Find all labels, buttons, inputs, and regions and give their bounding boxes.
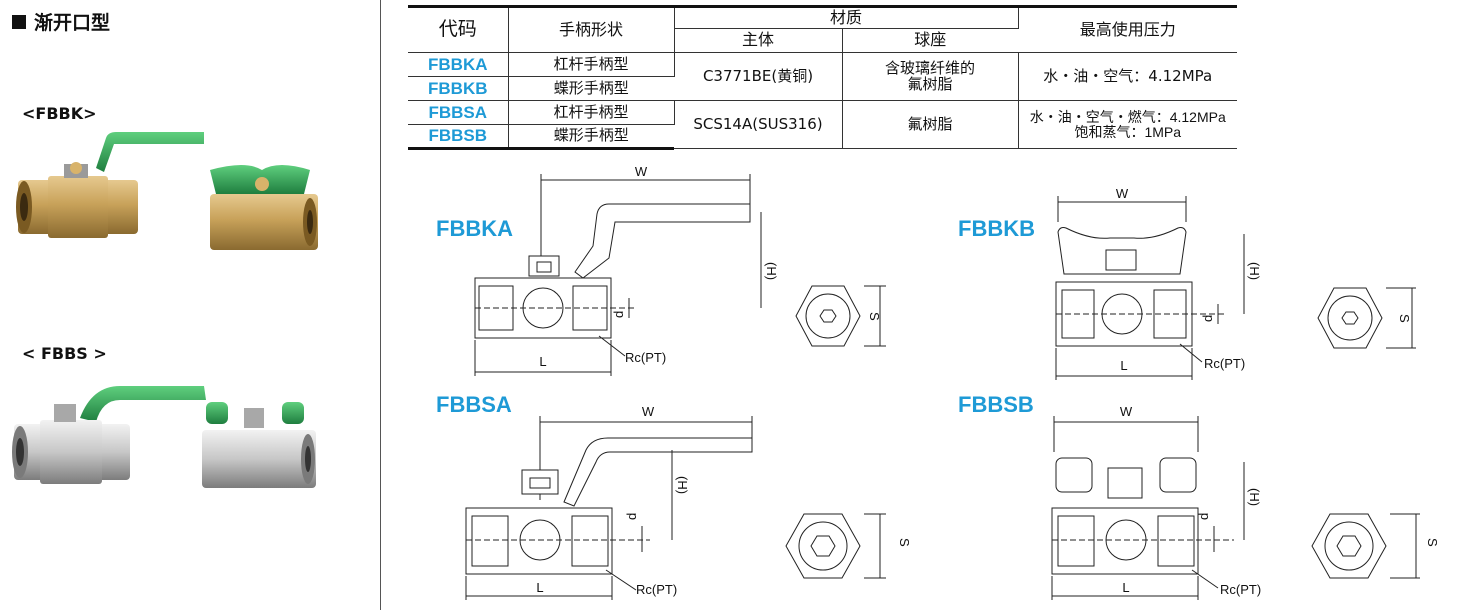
table-subheader-row: 主体 球座 [408,28,1237,53]
fbbsb-diagram-title: FBBSB [958,392,1034,417]
d-dim-label: d [1200,315,1215,322]
w-dim-label: W [1120,404,1133,419]
fbbkb-diagram-title: FBBKB [958,216,1035,241]
handle-cell: 杠杆手柄型 [508,52,675,77]
square-bullet-icon [12,14,26,29]
s-dim-label: S [1425,538,1440,547]
fbbk-label: <FBBK> [22,104,97,123]
section-title: 渐开口型 [12,8,110,35]
fbbkb-drawing: W (H) d L Rc(PT) [1055,186,1262,380]
handle-cell: 蝶形手柄型 [508,124,674,150]
rc-label: Rc(PT) [625,350,666,365]
seat-line-2: 氟树脂 [907,74,953,93]
fbbsb-photo [202,402,316,488]
pressure-line-1: 水・油・空气・燃气：4.12MPa [1029,108,1226,125]
code-cell: FBBSA [408,100,509,125]
s-dim-label: S [867,312,882,321]
seat-material-cell: 氟树脂 [842,100,1019,149]
fbbs-label: < FBBS > [22,344,107,363]
h-dim-label: (H) [764,262,779,280]
body-material-cell: SCS14A(SUS316) [674,100,843,149]
seat-line-1: 含玻璃纤维的 [884,58,975,77]
pressure-cell: 水・油・空气：4.12MPa [1018,52,1237,101]
l-dim-label: L [536,580,543,595]
fbbka-end-view: S [795,285,886,347]
product-photos-panel: 渐开口型 <FBBK> < FBBS > [0,0,380,610]
w-dim-label: W [642,404,655,419]
fbbsa-photo [12,386,206,484]
fbbka-drawing: W (H) d L Rc(PT) [474,164,779,376]
d-dim-label: d [611,311,626,318]
h-dim-label: (H) [675,476,690,494]
header-ball-seat: 球座 [842,28,1018,53]
w-dim-label: W [1116,186,1129,201]
seat-material-cell: 含玻璃纤维的 氟树脂 [842,52,1019,101]
handle-cell: 杠杆手柄型 [508,100,675,125]
header-handle-shape: 手柄形状 [508,5,675,53]
d-dim-label: d [624,513,639,520]
fbbsa-drawing: W (H) d L Rc(PT) [465,404,753,600]
code-cell: FBBSB [408,124,509,150]
fbbka-diagram-title: FBBKA [436,216,513,241]
fbbsa-diagram-title: FBBSA [436,392,512,417]
rc-label: Rc(PT) [1204,356,1245,371]
pressure-line-2: 饱和蒸气：1MPa [1074,123,1182,140]
table-row: FBBKB 蝶形手柄型 [408,76,1237,101]
l-dim-label: L [539,354,546,369]
s-dim-label: S [897,538,912,547]
header-max-pressure: 最高使用压力 [1018,5,1237,53]
header-material: 材质 [674,5,1019,29]
fbbsb-drawing: W (H) d L Rc(PT) [1051,404,1262,600]
table-header-row: 代码 手柄形状 材质 最高使用压力 [408,5,1237,53]
fbbsb-end-view: S [1311,513,1440,579]
handle-cell: 蝶形手柄型 [508,76,674,101]
code-cell: FBBKB [408,76,509,101]
table-row: FBBSA 杠杆手柄型 SCS14A(SUS316) 氟树脂 水・油・空气・燃气… [408,100,1237,149]
w-dim-label: W [635,164,648,179]
fbbkb-photo [210,165,318,250]
code-cell: FBBKA [408,52,509,77]
table-row: FBBKA 杠杆手柄型 C3771BE(黄铜) 含玻璃纤维的 氟树脂 水・油・空… [408,52,1237,101]
s-dim-label: S [1397,314,1412,323]
vertical-divider [380,0,381,610]
l-dim-label: L [1120,358,1127,373]
fbbsa-end-view: S [785,513,912,579]
rc-label: Rc(PT) [636,582,677,597]
header-body: 主体 [674,28,843,53]
fbbkb-end-view: S [1317,287,1416,349]
table-row: FBBSB 蝶形手柄型 [408,124,1237,150]
body-material-cell: C3771BE(黄铜) [674,52,843,101]
h-dim-label: (H) [1247,488,1262,506]
spec-table: 代码 手柄形状 材质 最高使用压力 主体 球座 FBBKA 杠杆手柄型 C377… [408,5,1237,150]
pressure-cell: 水・油・空气・燃气：4.12MPa 饱和蒸气：1MPa [1018,100,1237,149]
fbbka-photo [16,132,204,238]
header-code: 代码 [408,5,509,53]
d-dim-label: d [1196,513,1211,520]
h-dim-label: (H) [1247,262,1262,280]
l-dim-label: L [1122,580,1129,595]
rc-label: Rc(PT) [1220,582,1261,597]
